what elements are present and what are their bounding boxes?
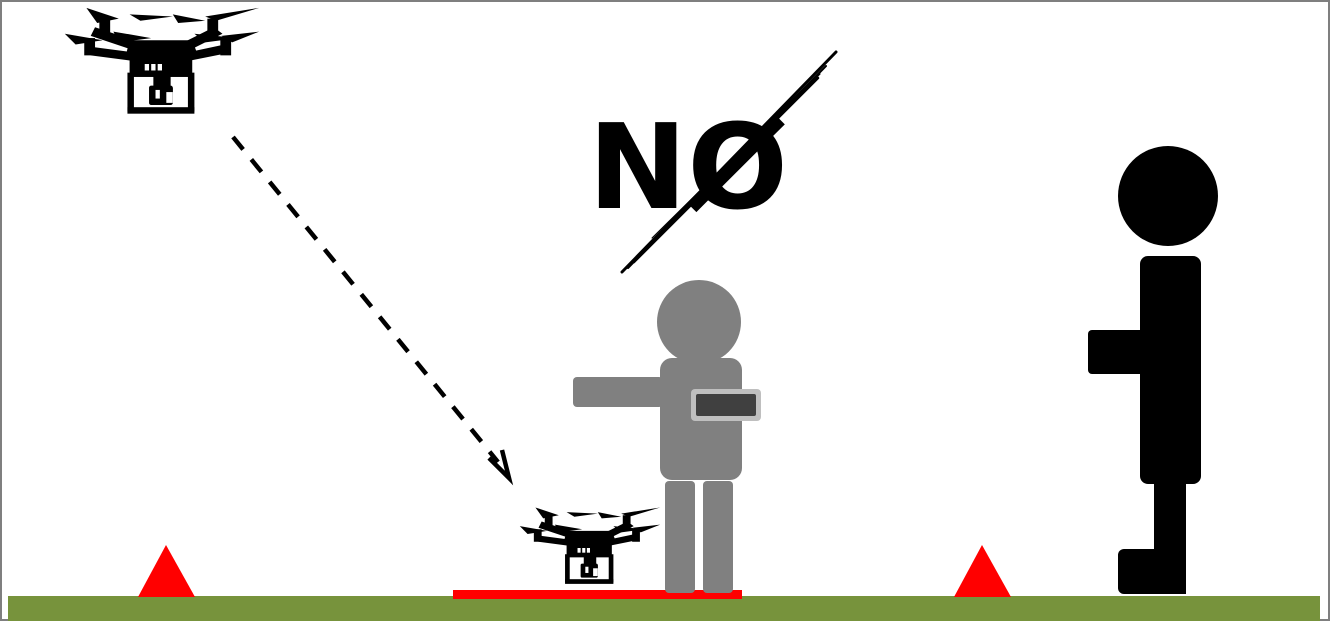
bystander-leg-left — [665, 481, 695, 593]
no-warning: NØ — [588, 52, 836, 272]
person-foot — [1118, 549, 1174, 594]
person-head — [1118, 146, 1218, 246]
no-warning-text: NØ — [588, 98, 788, 236]
quadcopter-drone-icon — [65, 8, 259, 114]
landing-pad — [453, 590, 742, 599]
ground — [8, 596, 1320, 621]
dashed-arrow-icon — [233, 137, 509, 478]
warning-cone-icon — [138, 545, 195, 597]
person-body — [1140, 256, 1201, 484]
warning-cone-icon — [954, 545, 1011, 597]
controller-icon — [691, 389, 761, 421]
person-arm — [1088, 330, 1146, 374]
black-person-icon — [1088, 146, 1218, 594]
bystander-head — [657, 280, 741, 364]
quadcopter-drone-icon — [520, 507, 660, 583]
bystander-leg-right — [703, 481, 733, 593]
bystander-arm — [573, 377, 663, 407]
